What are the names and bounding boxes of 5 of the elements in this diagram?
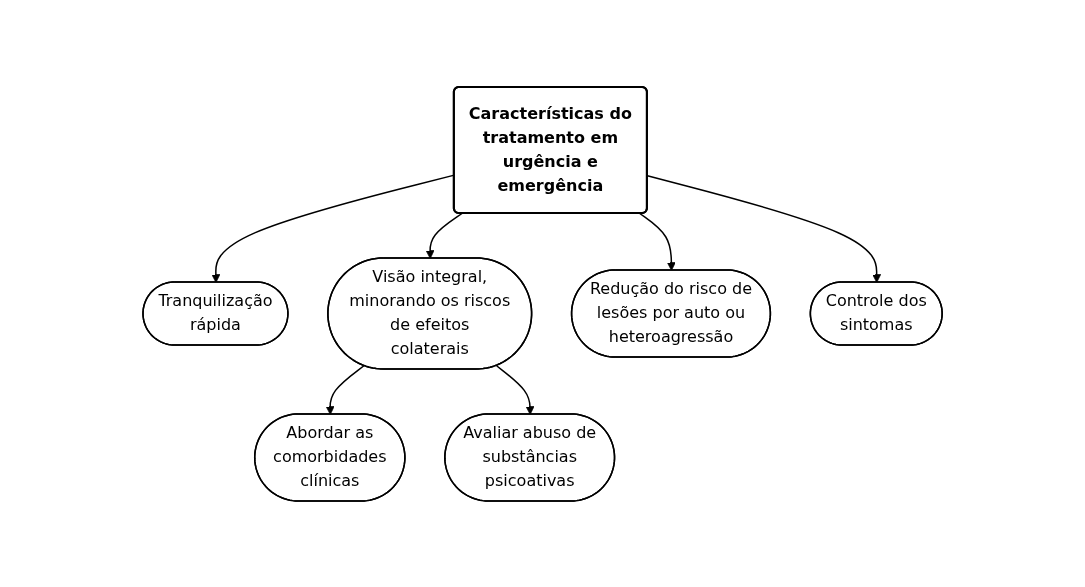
arrow (425, 212, 463, 259)
arrow (638, 212, 676, 271)
arrow (646, 174, 881, 283)
arrow (325, 364, 365, 415)
arrow (495, 364, 535, 415)
